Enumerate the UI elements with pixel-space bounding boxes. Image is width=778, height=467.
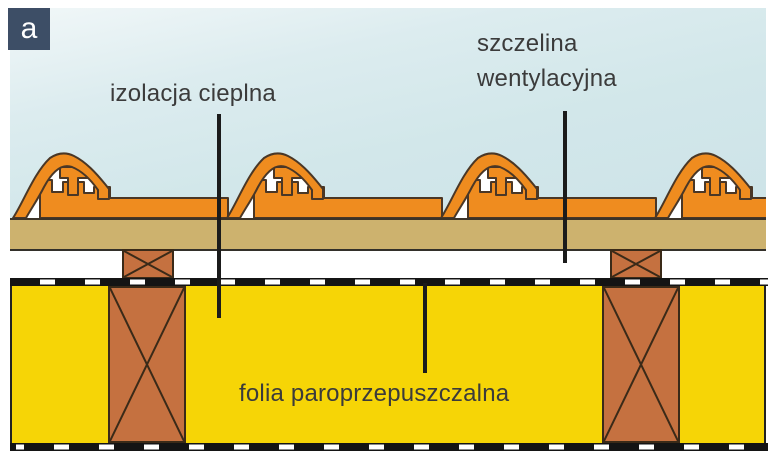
timber-cross-mark <box>110 288 184 441</box>
leader-line-thermal-insulation <box>217 114 221 318</box>
label-vapour-membrane: folia paroprzepuszczalna <box>239 380 510 407</box>
roof-tiles <box>12 152 766 219</box>
sky-background <box>10 8 766 218</box>
vapour-membrane-line-bottom <box>10 443 768 451</box>
leader-line-vapour-membrane <box>423 283 427 373</box>
label-ventilation-gap-line2: wentylacyjna <box>477 65 617 92</box>
timber-cross-mark <box>124 251 172 277</box>
label-ventilation-gap-line1: szczelina <box>477 30 578 57</box>
vapour-membrane-line-top <box>10 278 768 286</box>
label-ventilation-gap: szczelina wentylacyjna <box>477 26 617 96</box>
timber-cross-mark <box>612 251 660 277</box>
rafter-left <box>108 286 186 443</box>
rafter-right <box>602 286 680 443</box>
counter-batten-left <box>122 249 174 279</box>
roof-batten-board <box>10 218 766 251</box>
figure-letter-badge: a <box>8 8 50 50</box>
counter-batten-right <box>610 249 662 279</box>
timber-cross-mark <box>604 288 678 441</box>
label-thermal-insulation: izolacja cieplna <box>110 80 276 107</box>
leader-line-ventilation-gap <box>563 111 567 263</box>
